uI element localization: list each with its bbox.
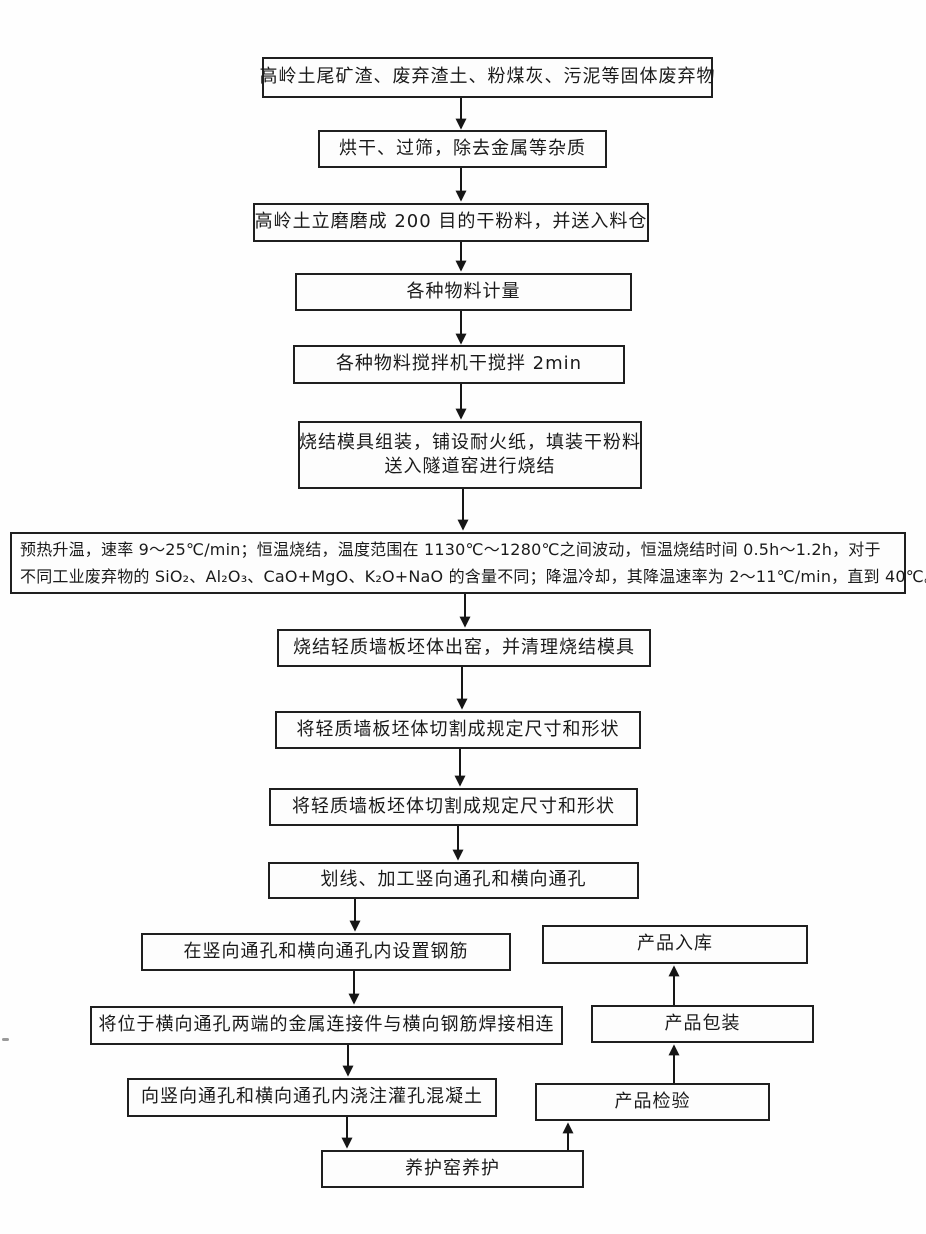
flow-step-label-line1: 烧结模具组装，铺设耐火纸，填装干粉料 xyxy=(299,431,641,453)
flow-step-label: 将轻质墙板坯体切割成规定尺寸和形状 xyxy=(292,795,615,817)
flow-step-label: 划线、加工竖向通孔和横向通孔 xyxy=(320,869,587,891)
flow-step-label: 各种物料计量 xyxy=(406,280,521,302)
flow-step-kiln-exit: 烧结轻质墙板坯体出窑，并清理烧结模具 xyxy=(277,629,651,667)
flow-step-label: 在竖向通孔和横向通孔内设置钢筋 xyxy=(183,940,469,962)
scan-artifact xyxy=(2,1038,9,1041)
flow-step-dry-mixing: 各种物料搅拌机干搅拌 2min xyxy=(293,345,625,384)
flow-step-sintering-parameters: 预热升温，速率 9～25℃/min；恒温烧结，温度范围在 1130℃～1280℃… xyxy=(10,532,926,594)
flow-step-label: 高岭土尾矿渣、废弃渣土、粉煤灰、污泥等固体废弃物 xyxy=(259,66,716,88)
flow-step-cutting-1: 将轻质墙板坯体切割成规定尺寸和形状 xyxy=(275,711,641,749)
flow-step-curing: 养护窑养护 xyxy=(321,1150,584,1188)
flow-step-welding: 将位于横向通孔两端的金属连接件与横向钢筋焊接相连 xyxy=(90,1006,563,1045)
flow-step-label: 各种物料搅拌机干搅拌 2min xyxy=(335,353,583,375)
flow-step-label: 将位于横向通孔两端的金属连接件与横向钢筋焊接相连 xyxy=(98,1014,555,1036)
flow-step-label-line2: 不同工业废弃物的 SiO₂、Al₂O₃、CaO+MgO、K₂O+NaO 的含量不… xyxy=(20,567,926,586)
flow-step-label: 产品包装 xyxy=(664,1012,741,1034)
flow-step-cutting-2: 将轻质墙板坯体切割成规定尺寸和形状 xyxy=(269,788,638,826)
flow-step-grinding: 高岭土立磨磨成 200 目的干粉料，并送入料仓 xyxy=(253,203,649,242)
flow-step-warehousing: 产品入库 xyxy=(542,925,808,964)
flow-step-label-line2: 送入隧道窑进行烧结 xyxy=(384,456,556,477)
flow-step-grouting: 向竖向通孔和横向通孔内浇注灌孔混凝土 xyxy=(127,1078,497,1117)
flow-step-label: 产品入库 xyxy=(637,933,713,955)
flow-step-label-line1: 预热升温，速率 9～25℃/min；恒温烧结，温度范围在 1130℃～1280℃… xyxy=(20,540,881,559)
flow-step-raw-materials: 高岭土尾矿渣、废弃渣土、粉煤灰、污泥等固体废弃物 xyxy=(259,57,716,98)
flow-step-packaging: 产品包装 xyxy=(591,1005,814,1043)
flow-step-label: 烧结轻质墙板坯体出窑，并清理烧结模具 xyxy=(293,636,635,658)
flow-step-scribing-holes: 划线、加工竖向通孔和横向通孔 xyxy=(268,862,639,899)
flow-step-rebar-placement: 在竖向通孔和横向通孔内设置钢筋 xyxy=(141,933,511,971)
flow-step-label: 烘干、过筛，除去金属等杂质 xyxy=(339,137,586,159)
flow-step-label: 向竖向通孔和横向通孔内浇注灌孔混凝土 xyxy=(141,1086,483,1108)
flow-step-metering: 各种物料计量 xyxy=(295,273,632,311)
flow-step-mold-assembly: 烧结模具组装，铺设耐火纸，填装干粉料 送入隧道窑进行烧结 xyxy=(298,421,642,489)
flow-step-label: 高岭土立磨磨成 200 目的干粉料，并送入料仓 xyxy=(254,211,648,233)
flow-step-dry-sieve: 烘干、过筛，除去金属等杂质 xyxy=(318,130,607,168)
flow-step-label: 将轻质墙板坯体切割成规定尺寸和形状 xyxy=(296,718,620,740)
flow-step-label: 养护窑养护 xyxy=(405,1157,500,1179)
flow-step-inspection: 产品检验 xyxy=(535,1083,770,1121)
flow-step-label: 产品检验 xyxy=(614,1090,691,1112)
